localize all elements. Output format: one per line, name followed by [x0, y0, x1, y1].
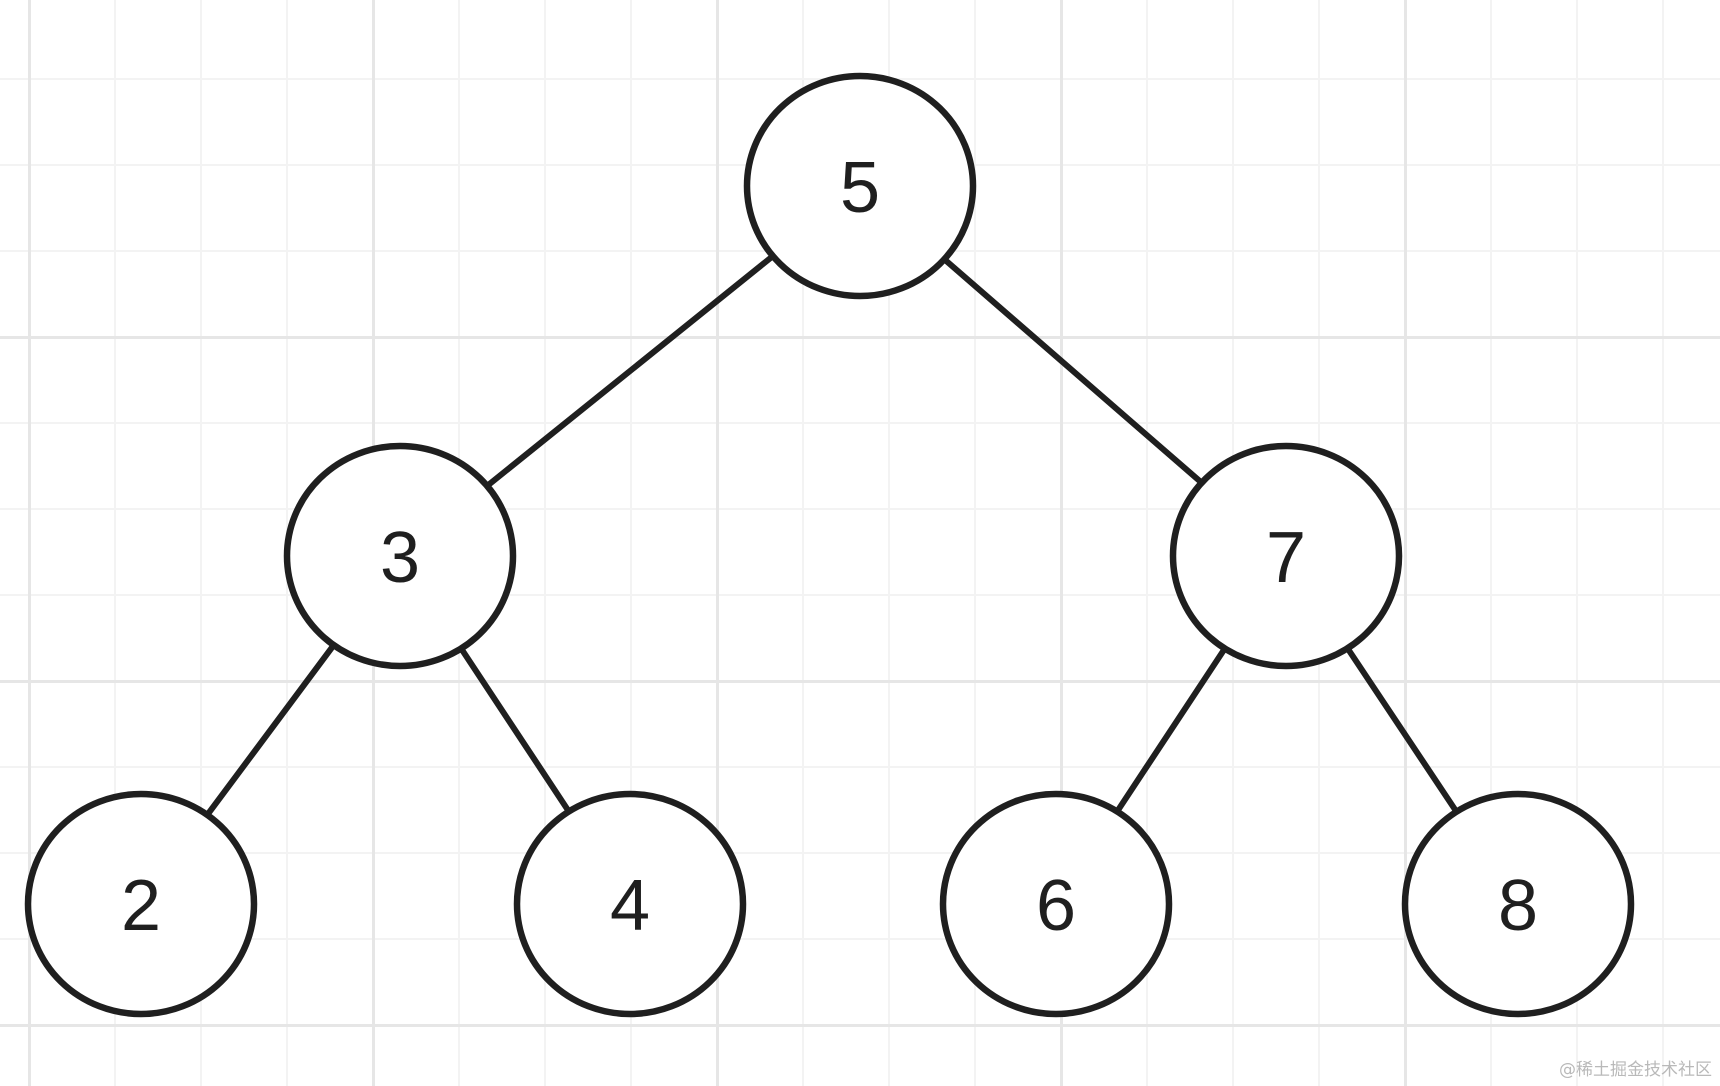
tree-node-2: 2 — [24, 790, 258, 1018]
node-circle — [24, 790, 258, 1018]
watermark-text: @稀土掘金技术社区 — [1559, 1060, 1712, 1080]
edge-n3-n4 — [459, 647, 571, 813]
node-label: 6 — [1036, 866, 1076, 946]
tree-node-7: 7 — [1169, 442, 1403, 670]
tree-node-5: 5 — [743, 72, 977, 300]
edge-n7-n6 — [1115, 647, 1227, 813]
node-circle — [939, 790, 1173, 1018]
node-label: 5 — [840, 148, 880, 228]
edge-n5-n3 — [485, 253, 775, 489]
tree-nodes: 5 3 7 2 4 6 8 — [24, 72, 1635, 1018]
node-label: 7 — [1266, 518, 1306, 598]
node-circle — [513, 790, 747, 1018]
node-circle — [283, 442, 517, 670]
node-label: 2 — [121, 866, 161, 946]
edge-n5-n7 — [942, 257, 1204, 485]
tree-node-3: 3 — [283, 442, 517, 670]
node-label: 8 — [1498, 866, 1538, 946]
edge-n7-n8 — [1345, 647, 1459, 813]
node-circle — [1401, 790, 1635, 1018]
node-label: 4 — [610, 866, 650, 946]
tree-node-4: 4 — [513, 790, 747, 1018]
tree-node-6: 6 — [939, 790, 1173, 1018]
tree-edges — [205, 253, 1459, 817]
node-circle — [1169, 442, 1403, 670]
node-label: 3 — [380, 518, 420, 598]
tree-node-8: 8 — [1401, 790, 1635, 1018]
node-circle — [743, 72, 977, 300]
edge-n3-n2 — [205, 643, 336, 817]
